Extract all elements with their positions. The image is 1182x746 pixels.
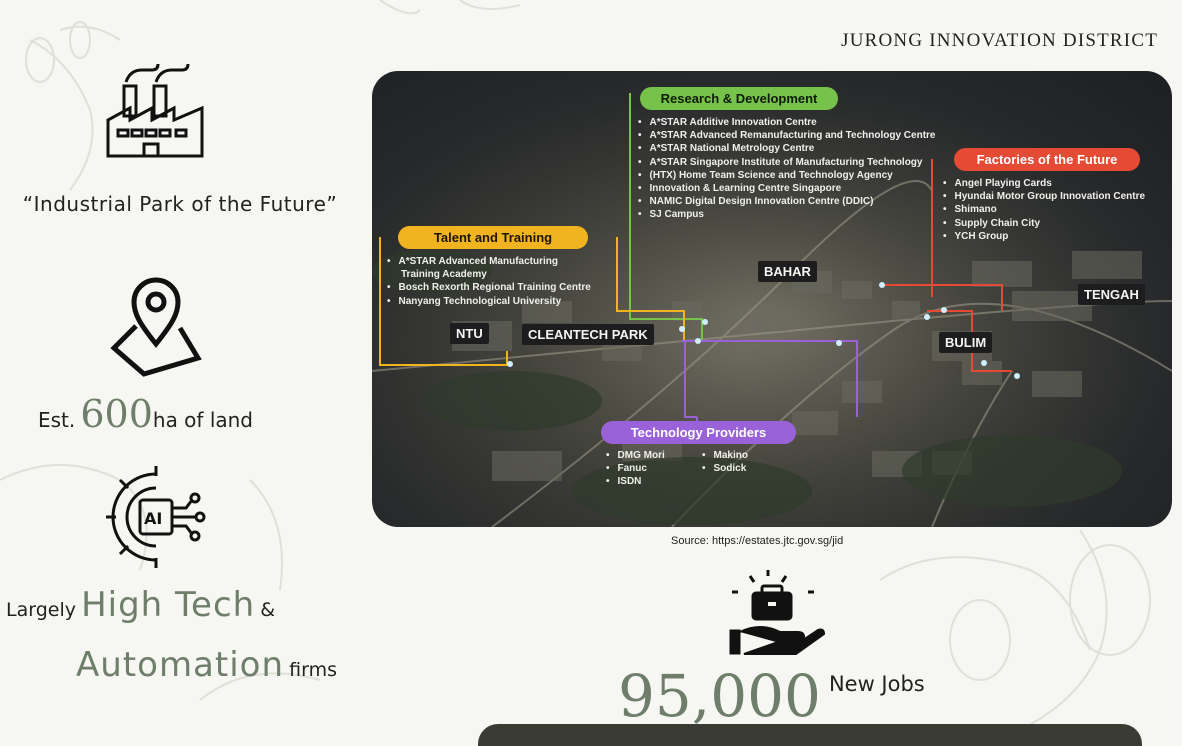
source-caption: Source: https://estates.jtc.gov.sg/jid [671, 535, 844, 547]
factory-icon [104, 58, 206, 165]
technology-providers-list-left: DMG Mori Fanuc ISDN [606, 449, 665, 489]
place-label-tengah: TENGAH [1078, 284, 1145, 305]
research-development-list: A*STAR Additive Innovation Centre A*STAR… [638, 116, 936, 222]
list-item: Sodick [702, 462, 748, 475]
list-item: YCH Group [943, 230, 1145, 243]
tech-highlight-automation: Automation [76, 645, 285, 685]
list-item: Bosch Rexorth Regional Training Centre [387, 281, 591, 294]
list-item: A*STAR National Metrology Centre [638, 142, 935, 155]
technology-providers-label: Technology Providers [601, 421, 796, 444]
tech-suffix: firms [289, 659, 337, 681]
place-label-ntu: NTU [450, 323, 489, 344]
list-item: Angel Playing Cards [943, 177, 1145, 190]
jobs-label: New Jobs [828, 672, 925, 696]
list-item: SJ Campus [638, 208, 935, 221]
list-item: A*STAR Additive Innovation Centre [638, 116, 935, 129]
list-item: DMG Mori [606, 449, 665, 462]
list-item: Training Academy [401, 269, 487, 281]
list-item: Innovation & Learning Centre Singapore [638, 182, 935, 195]
list-item: Makino [702, 449, 748, 462]
factories-future-label: Factories of the Future [954, 148, 1140, 171]
list-item: NAMIC Digital Design Innovation Centre (… [638, 195, 935, 208]
tech-line-2: Automation firms [76, 645, 337, 685]
technology-providers-list-right: Makino Sodick [702, 449, 748, 475]
list-item: (HTX) Home Team Science and Technology A… [638, 169, 935, 182]
place-label-cleantech: CLEANTECH PARK [522, 324, 654, 345]
place-label-bulim: BULIM [939, 332, 993, 353]
tagline: “Industrial Park of the Future” [22, 192, 338, 216]
jobs-value: 95,000 [618, 662, 821, 730]
tech-line-1: Largely High Tech & [6, 585, 275, 625]
briefcase-hand-icon [722, 566, 826, 663]
land-suffix: ha of land [152, 408, 253, 432]
tech-highlight-high-tech: High Tech [81, 585, 256, 625]
map-pin-icon [110, 274, 202, 383]
jobs-stat: 95,000 New Jobs [618, 662, 925, 730]
district-title: JURONG INNOVATION DISTRICT [841, 30, 1158, 51]
tech-prefix: Largely [6, 599, 76, 621]
list-item: A*STAR Advanced Manufacturing [387, 255, 591, 268]
research-development-label: Research & Development [640, 87, 838, 110]
bottom-photo-strip [478, 724, 1142, 746]
factories-future-list: Angel Playing Cards Hyundai Motor Group … [943, 177, 1146, 243]
talent-training-list: A*STAR Advanced Manufacturing Training A… [387, 255, 591, 308]
list-item: Hyundai Motor Group Innovation Centre [943, 190, 1146, 203]
tech-ampersand: & [260, 599, 276, 621]
land-prefix: Est. [38, 408, 76, 432]
list-item: A*STAR Singapore Institute of Manufactur… [638, 156, 935, 169]
list-item: ISDN [606, 475, 665, 488]
place-label-bahar: BAHAR [758, 261, 817, 282]
list-item: A*STAR Advanced Remanufacturing and Tech… [638, 129, 936, 142]
district-map: Research & Development A*STAR Additive I… [372, 71, 1172, 527]
highlights-column: “Industrial Park of the Future” Est. 600… [0, 0, 370, 746]
ai-gear-icon: AI [100, 460, 210, 579]
list-item: Shimano [943, 203, 1145, 216]
list-item: Fanuc [606, 462, 665, 475]
land-stat: Est. 600ha of land [38, 392, 253, 436]
talent-training-label: Talent and Training [398, 226, 588, 249]
list-item: Supply Chain City [943, 217, 1145, 230]
svg-text:AI: AI [144, 509, 162, 528]
land-value: 600 [80, 392, 153, 436]
list-item: Nanyang Technological University [387, 295, 591, 308]
